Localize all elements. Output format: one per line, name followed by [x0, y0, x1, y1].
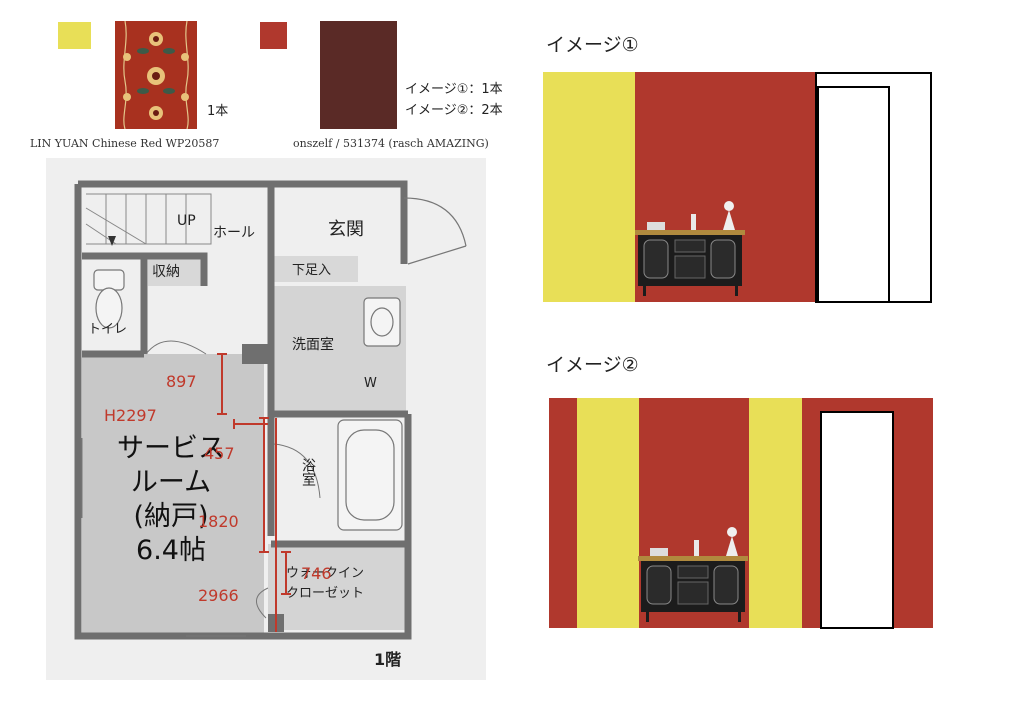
service-room-line-3: (納戸): [133, 501, 209, 532]
dimension-897: 897: [166, 372, 197, 391]
floor-plan: UP ホール 玄関 収納 下足入 トイレ 洗面室 W 浴室 サービス ルーム (…: [46, 158, 486, 680]
label-toilet: トイレ: [88, 322, 128, 337]
label-walk-in-closet: ウォークイン クローゼット: [286, 564, 364, 604]
pattern-wallpaper-caption: LIN YUAN Chinese Red WP20587: [30, 137, 220, 150]
service-room-line-4: 6.4帖: [136, 535, 206, 566]
image1-wall-elevation: [543, 72, 932, 303]
image2-wall-elevation: [549, 398, 933, 629]
dimension-457: 457: [204, 444, 235, 463]
service-room-line-1: サービス: [117, 433, 225, 464]
plain-wallpaper-caption: onszelf / 531374 (rasch AMAZING): [293, 137, 489, 150]
roll-note-image2: イメージ②：2本: [405, 103, 503, 118]
label-shoe-cabinet: 下足入: [292, 263, 332, 278]
dimension-1820: 1820: [198, 512, 239, 531]
floor-plan-walls: [74, 180, 467, 640]
yellow-color-swatch: [58, 22, 91, 49]
image2-sideboard: [638, 527, 748, 622]
label-floor-1f: 1階: [374, 650, 402, 669]
image1-title: イメージ①: [546, 34, 639, 56]
label-w: W: [364, 376, 377, 391]
image2-title: イメージ②: [546, 354, 639, 376]
chinese-red-pattern-sample: [115, 21, 197, 129]
label-storage: 収納: [152, 264, 180, 280]
dimension-h2297: H2297: [104, 406, 157, 425]
dimension-746: 746: [301, 564, 332, 583]
label-up: UP: [177, 213, 196, 229]
label-bathroom: 浴室: [300, 458, 316, 486]
image1-sideboard: [635, 201, 745, 296]
service-room-line-2: ルーム: [130, 467, 212, 498]
roll-note-image1: イメージ①：1本: [405, 82, 503, 97]
red-color-swatch: [260, 22, 287, 49]
dimension-2966: 2966: [198, 586, 239, 605]
closet-line-2: クローゼット: [286, 586, 365, 601]
label-entrance: 玄関: [328, 219, 364, 240]
label-hall: ホール: [213, 225, 255, 241]
dark-red-wallpaper-sample: [320, 21, 397, 129]
label-service-room: サービス ルーム (納戸) 6.4帖: [96, 432, 246, 568]
label-washroom: 洗面室: [292, 337, 334, 353]
closet-line-1: ウォークイン: [286, 566, 365, 581]
pattern-roll-count: 1本: [207, 104, 229, 119]
